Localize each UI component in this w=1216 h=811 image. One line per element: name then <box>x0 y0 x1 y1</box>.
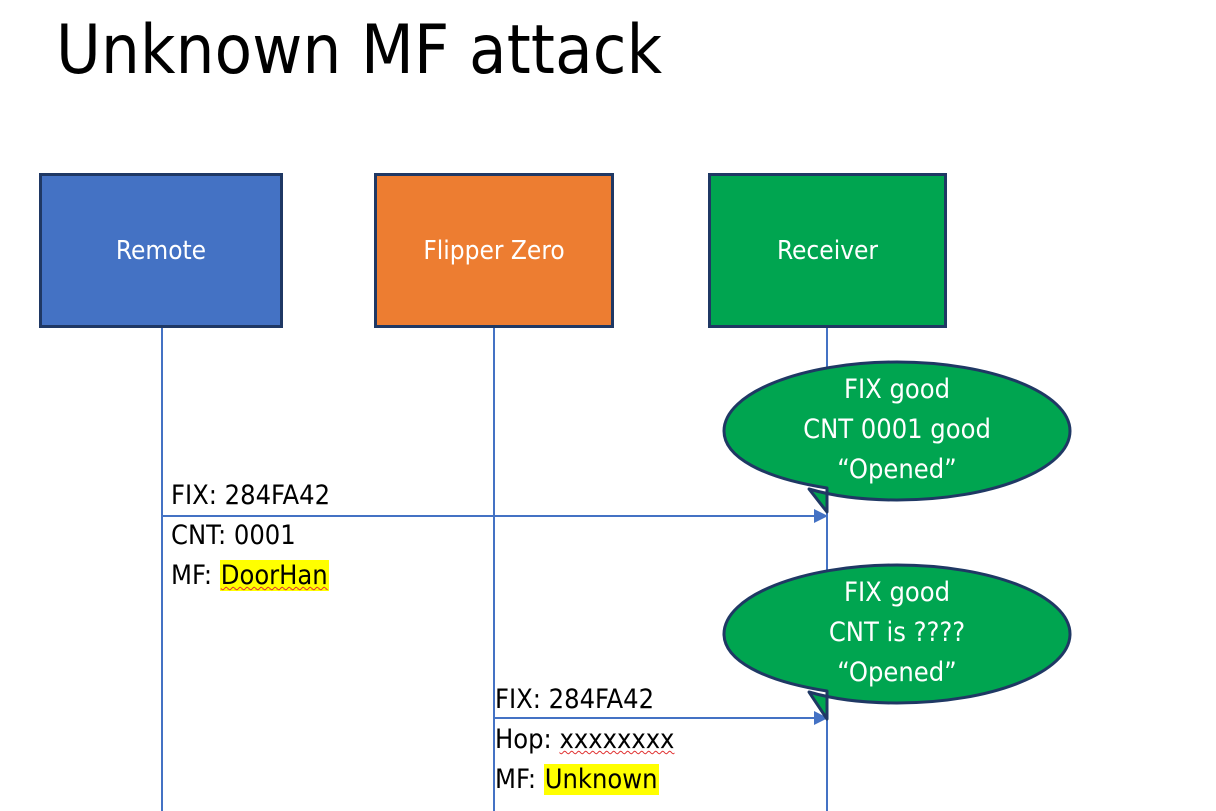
arrow-shaft <box>493 717 814 719</box>
message-line: CNT: 0001 <box>171 516 330 556</box>
actor-label-remote: Remote <box>115 235 207 266</box>
message-line-prefix: FIX: <box>171 480 225 511</box>
actor-box-receiver[interactable]: Receiver <box>708 173 947 328</box>
message-arrow-remote-to-receiver <box>161 509 828 523</box>
actor-box-remote[interactable]: Remote <box>39 173 283 328</box>
message-line: FIX: 284FA42 <box>495 680 674 720</box>
message-line-value: 284FA42 <box>224 480 331 511</box>
lifeline-receiver <box>826 327 828 811</box>
message-line-value-highlighted: DoorHan <box>219 560 329 591</box>
message-line: MF: DoorHan <box>171 556 330 596</box>
message-line-prefix: Hop: <box>495 724 560 755</box>
actor-label-flipper: Flipper Zero <box>423 235 565 266</box>
message-line-prefix: FIX: <box>495 684 549 715</box>
message-label-flipper-to-receiver: FIX: 284FA42 Hop: xxxxxxxx MF: Unknown <box>495 680 674 800</box>
arrow-shaft <box>161 515 814 517</box>
message-line-value-highlighted: Unknown <box>543 764 659 795</box>
callout-bubble-shape <box>722 360 1072 514</box>
lifeline-flipper <box>493 327 495 811</box>
callout-receiver-response-2[interactable]: FIX good CNT is ???? “Opened” <box>722 563 1072 724</box>
message-line-value: 0001 <box>233 520 296 551</box>
message-line-value-misspelled: xxxxxxxx <box>559 724 675 755</box>
actor-box-flipper[interactable]: Flipper Zero <box>374 173 614 328</box>
callout-receiver-response-1[interactable]: FIX good CNT 0001 good “Opened” <box>722 360 1072 521</box>
actor-label-receiver: Receiver <box>776 235 879 266</box>
page-title: Unknown MF attack <box>56 11 663 90</box>
message-line-prefix: MF: <box>495 764 544 795</box>
message-line-prefix: MF: <box>171 560 220 591</box>
message-line-value: 284FA42 <box>548 684 655 715</box>
message-line-prefix: CNT: <box>171 520 234 551</box>
message-line: FIX: 284FA42 <box>171 476 330 516</box>
lifeline-remote <box>161 327 163 811</box>
callout-bubble-shape <box>722 563 1072 721</box>
arrowhead-icon <box>814 509 828 523</box>
message-line: MF: Unknown <box>495 760 674 800</box>
message-line: Hop: xxxxxxxx <box>495 720 674 760</box>
message-label-remote-to-receiver: FIX: 284FA42 CNT: 0001 MF: DoorHan <box>171 476 330 596</box>
